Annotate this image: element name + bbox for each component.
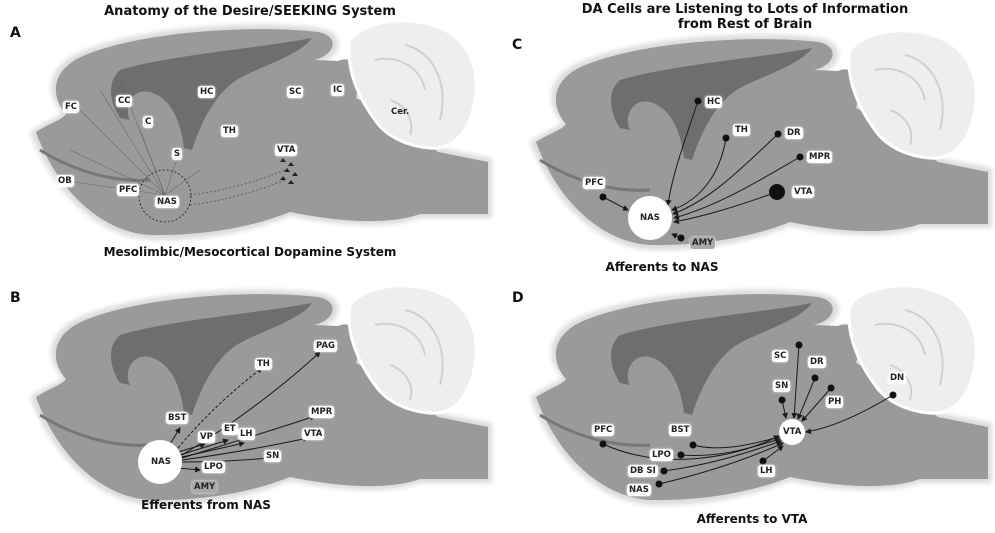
label-b-lh: LH <box>238 428 255 440</box>
label-d-dr: DR <box>808 356 826 368</box>
left-title: Anatomy of the Desire/SEEKING System <box>104 4 396 19</box>
brain-panel-c <box>530 31 992 250</box>
label-a-hc: HC <box>198 86 216 98</box>
label-a-cc: CC <box>116 95 133 107</box>
label-a-c: C <box>143 116 154 128</box>
nas-region-outline <box>138 169 192 223</box>
label-b-amy: AMY <box>192 481 218 493</box>
arrows-panel-d <box>602 344 894 485</box>
label-d-sn: SN <box>773 380 791 392</box>
caption-c: Afferents to NAS <box>605 260 719 274</box>
label-b-vp: VP <box>198 431 215 443</box>
label-d-nas: NAS <box>627 484 651 496</box>
label-d-bst: BST <box>669 424 692 436</box>
label-a-fc: FC <box>63 101 80 113</box>
nodes-panel-d <box>599 341 897 488</box>
vta-node-panel-d <box>779 419 805 445</box>
label-d-sc: SC <box>772 350 789 362</box>
label-d-lh: LH <box>758 465 775 477</box>
label-a-nas: NAS <box>155 196 179 208</box>
vta-cells <box>280 158 298 184</box>
label-d-pfc: PFC <box>592 424 615 436</box>
label-a-cer: Cer. <box>391 107 410 117</box>
caption-a: Mesolimbic/Mesocortical Dopamine System <box>103 245 397 259</box>
label-b-vta: VTA <box>302 428 325 440</box>
label-b-pag: PAG <box>314 340 338 352</box>
label-a-ob: OB <box>56 175 74 187</box>
label-a-th: TH <box>221 125 238 137</box>
label-b-th: TH <box>255 358 272 370</box>
brain-panel-b <box>30 286 492 505</box>
panel-letter-d: D <box>512 290 524 306</box>
fibers-panel-a <box>59 79 286 206</box>
label-b-et: ET <box>222 423 238 435</box>
label-b-mpr: MPR <box>309 406 335 418</box>
label-d-vta: VTA <box>783 427 802 437</box>
label-c-dr: DR <box>785 127 803 139</box>
brain-panel-a <box>30 21 492 240</box>
right-title-line2: from Rest of Brain <box>677 17 813 32</box>
label-a-pfc: PFC <box>117 184 140 196</box>
label-d-dbsi: DB SI <box>628 465 658 477</box>
label-c-nas: NAS <box>640 213 660 223</box>
nas-node-panel-b <box>138 440 182 484</box>
label-c-amy: AMY <box>690 237 716 249</box>
caption-b: Efferents from NAS <box>141 498 271 512</box>
label-a-ic: IC <box>331 84 345 96</box>
caption-d: Afferents to VTA <box>696 512 808 526</box>
panel-letter-b: B <box>10 290 21 306</box>
nodes-panel-c <box>599 97 804 242</box>
label-d-dn: DN <box>888 372 907 384</box>
label-c-mpr: MPR <box>807 151 833 163</box>
label-c-th: TH <box>733 124 750 136</box>
label-d-ph: PH <box>826 396 844 408</box>
label-b-sn: SN <box>264 450 282 462</box>
label-b-nas: NAS <box>151 457 171 467</box>
label-a-sc: SC <box>287 86 304 98</box>
label-c-pfc: PFC <box>583 177 606 189</box>
panel-letter-c: C <box>512 37 523 53</box>
right-title-line1: DA Cells are Listening to Lots of Inform… <box>581 2 909 17</box>
label-a-s: S <box>172 148 183 160</box>
label-c-hc: HC <box>705 96 723 108</box>
nas-node-panel-c <box>628 196 672 240</box>
panel-letter-a: A <box>10 25 21 41</box>
label-b-lpo: LPO <box>202 461 225 473</box>
label-b-bst: BST <box>166 412 189 424</box>
label-a-vta: VTA <box>275 144 298 156</box>
label-d-lpo: LPO <box>650 449 673 461</box>
label-c-vta: VTA <box>792 186 815 198</box>
arrows-panel-c <box>602 100 801 239</box>
